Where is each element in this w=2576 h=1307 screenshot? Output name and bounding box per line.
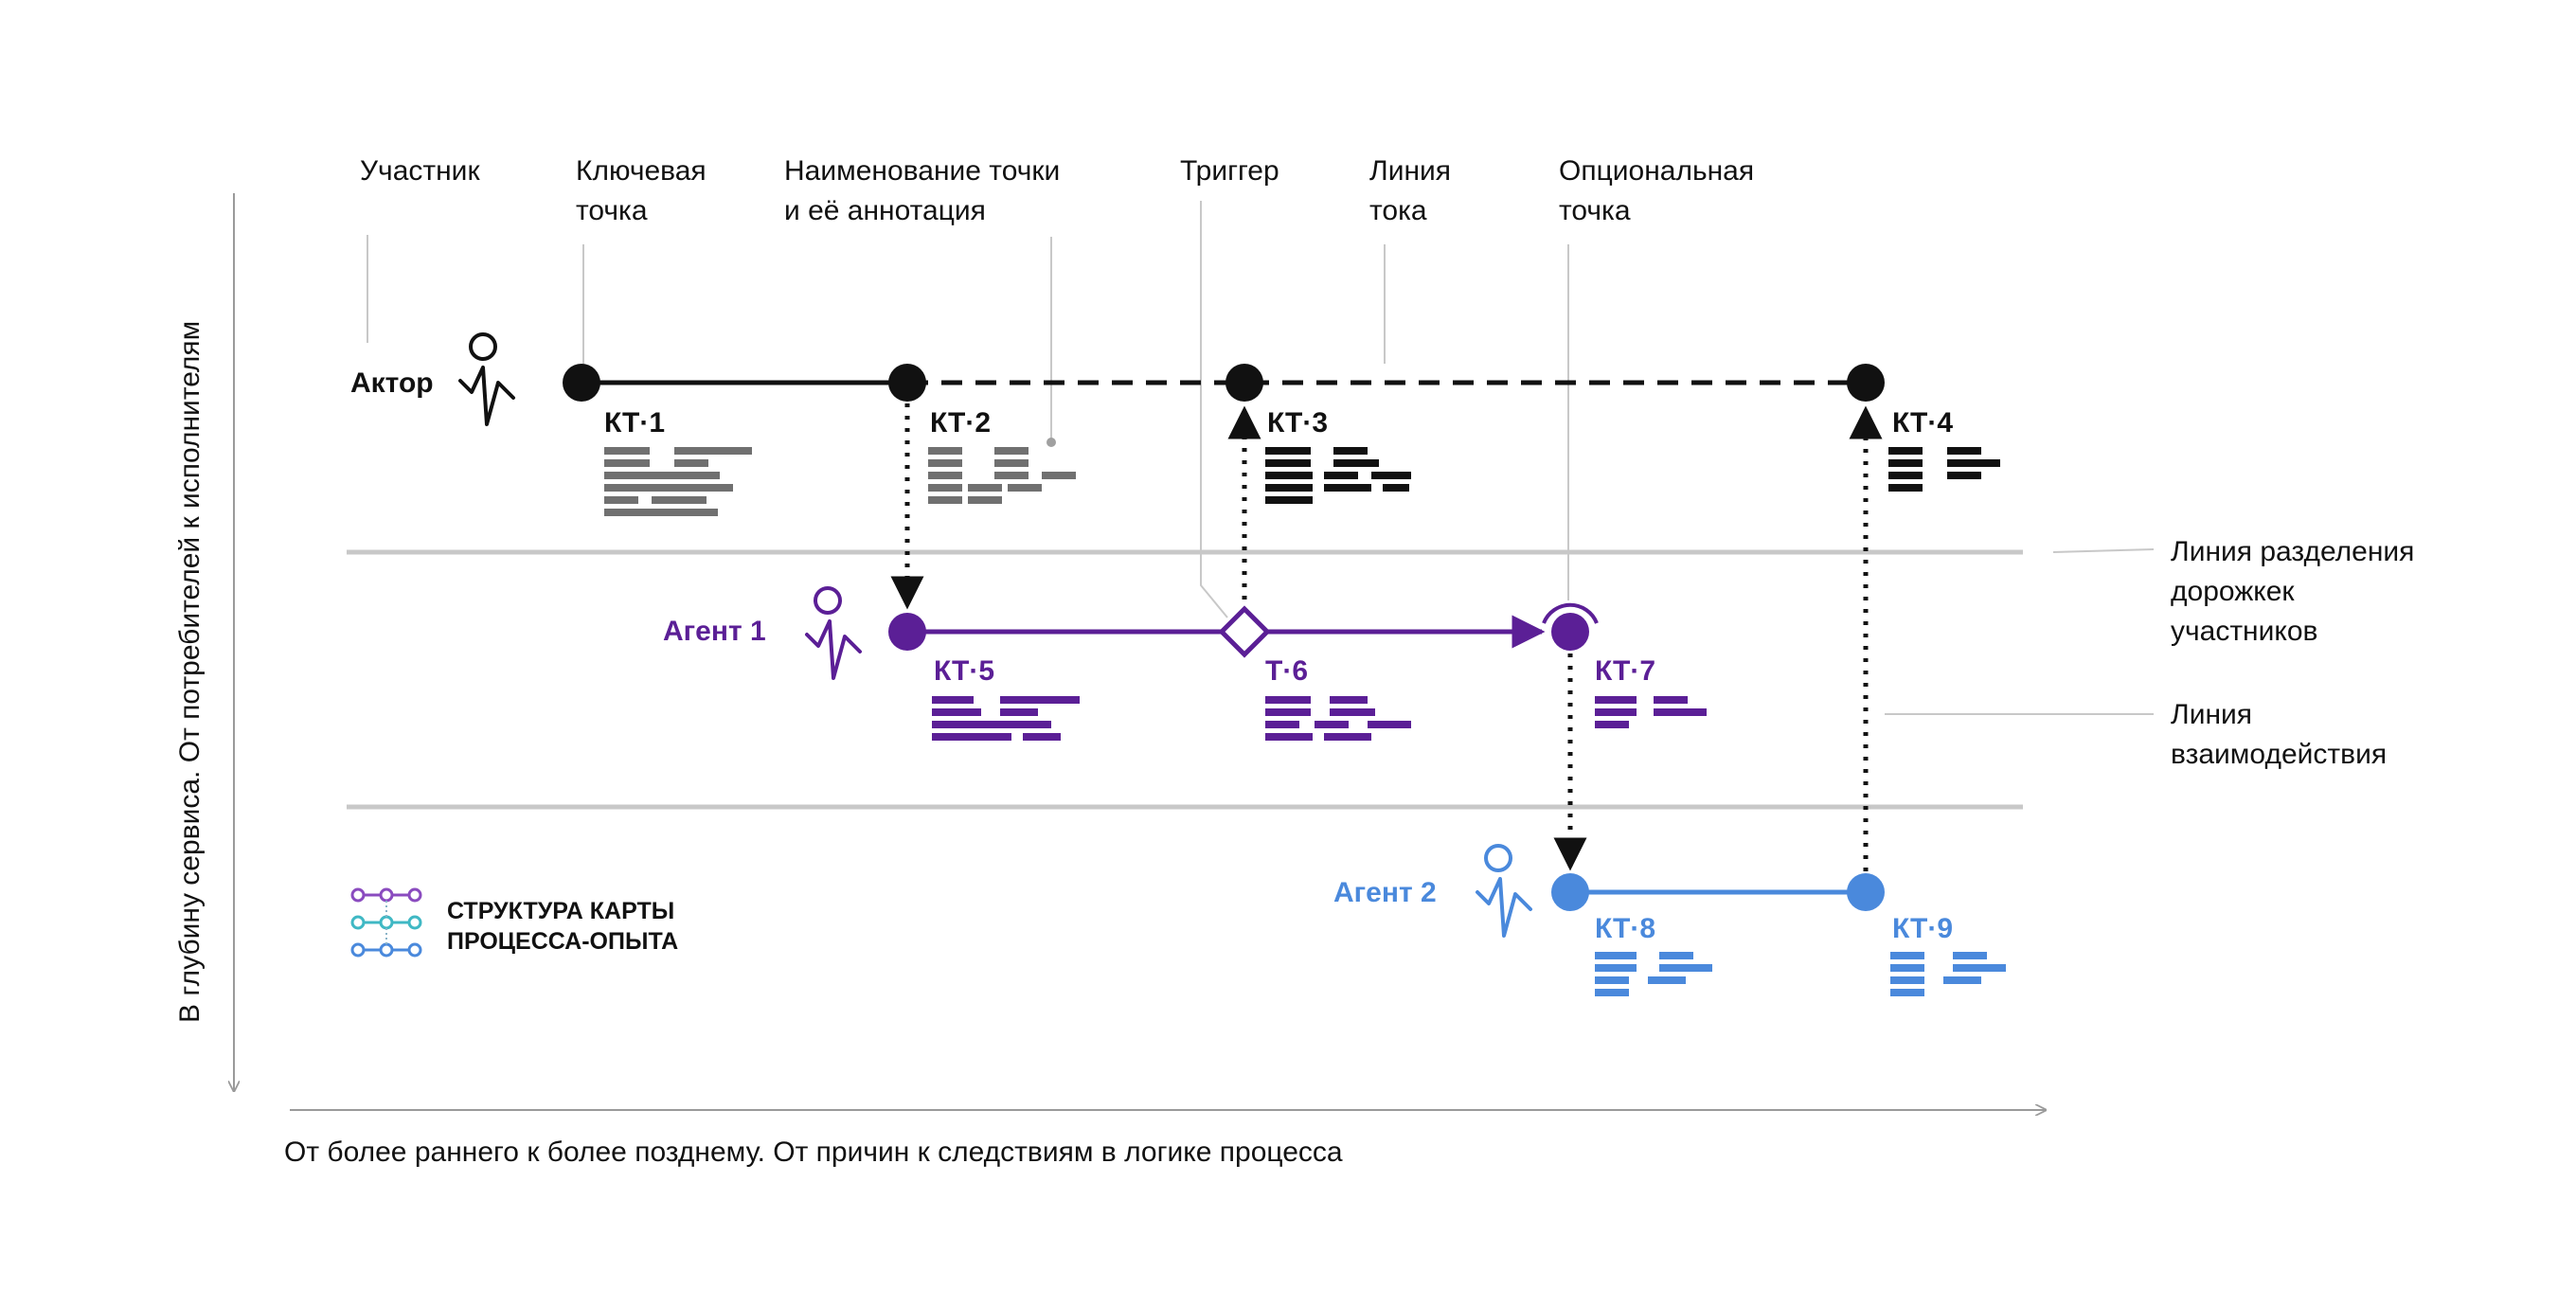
label-keypoint-1: Ключевая — [576, 155, 707, 187]
person-icon — [1476, 844, 1532, 938]
node-label-kt4: КТ·4 — [1892, 407, 1953, 439]
label-naming-2: и её аннотация — [784, 195, 986, 226]
node-label-kt2: КТ·2 — [930, 407, 991, 439]
label-participant: Участник — [360, 155, 480, 187]
node-t6-trigger[interactable] — [1218, 605, 1271, 658]
agent1-label: Агент 1 — [663, 616, 766, 647]
label-trigger: Триггер — [1180, 155, 1279, 187]
node-kt9[interactable] — [1847, 873, 1885, 911]
label-naming-1: Наименование точки — [784, 155, 1060, 187]
leader-naming-dot — [1046, 438, 1056, 447]
vertical-axis-label: В глубину сервиса. От потребителей к исп… — [174, 321, 206, 1023]
node-kt8[interactable] — [1551, 873, 1589, 911]
leader-separation — [2052, 548, 2155, 553]
process-map-icon — [350, 887, 422, 958]
annotation-t6 — [1265, 696, 1411, 741]
annotation-kt8 — [1595, 952, 1712, 996]
node-kt4[interactable] — [1847, 364, 1885, 402]
node-label-t6: Т·6 — [1265, 655, 1308, 687]
label-separation-1: Линия разделения — [2171, 536, 2414, 567]
label-optional-1: Опциональная — [1559, 155, 1754, 187]
node-kt7-optional-arc — [1542, 602, 1599, 624]
label-separation-2: дорожкек — [2171, 576, 2295, 607]
annotation-kt3 — [1265, 447, 1411, 504]
actor-label: Актор — [350, 367, 434, 399]
label-flow-line-1: Линия — [1369, 155, 1451, 187]
annotation-kt4 — [1888, 447, 2000, 492]
node-kt3[interactable] — [1225, 364, 1263, 402]
node-label-kt5: КТ·5 — [934, 655, 994, 687]
annotation-kt2 — [928, 447, 1076, 504]
annotation-kt1 — [604, 447, 752, 516]
label-separation-3: участников — [2171, 616, 2317, 647]
node-label-kt9: КТ·9 — [1892, 913, 1953, 944]
person-icon — [458, 332, 515, 426]
node-kt2[interactable] — [888, 364, 926, 402]
node-kt5[interactable] — [888, 613, 926, 651]
annotation-kt5 — [932, 696, 1080, 741]
legend-title-1: СТРУКТУРА КАРТЫ — [447, 898, 674, 924]
legend-title-2: ПРОЦЕССА-ОПЫТА — [447, 928, 678, 955]
node-label-kt7: КТ·7 — [1595, 655, 1655, 687]
leader-trigger — [1200, 201, 1228, 618]
label-keypoint-2: точка — [576, 195, 648, 226]
node-kt7[interactable] — [1551, 613, 1589, 651]
node-label-kt8: КТ·8 — [1595, 913, 1655, 944]
label-interaction-1: Линия — [2171, 699, 2252, 730]
agent2-label: Агент 2 — [1333, 877, 1437, 908]
label-optional-2: точка — [1559, 195, 1631, 226]
horizontal-axis-label: От более раннего к более позднему. От пр… — [284, 1137, 1343, 1168]
node-label-kt1: КТ·1 — [604, 407, 665, 439]
node-kt1[interactable] — [563, 364, 600, 402]
person-icon — [805, 586, 862, 680]
label-flow-line-2: тока — [1369, 195, 1427, 226]
annotation-kt9 — [1890, 952, 2006, 996]
annotation-kt7 — [1595, 696, 1707, 728]
label-interaction-2: взаимодействия — [2171, 739, 2387, 770]
node-label-kt3: КТ·3 — [1267, 407, 1328, 439]
